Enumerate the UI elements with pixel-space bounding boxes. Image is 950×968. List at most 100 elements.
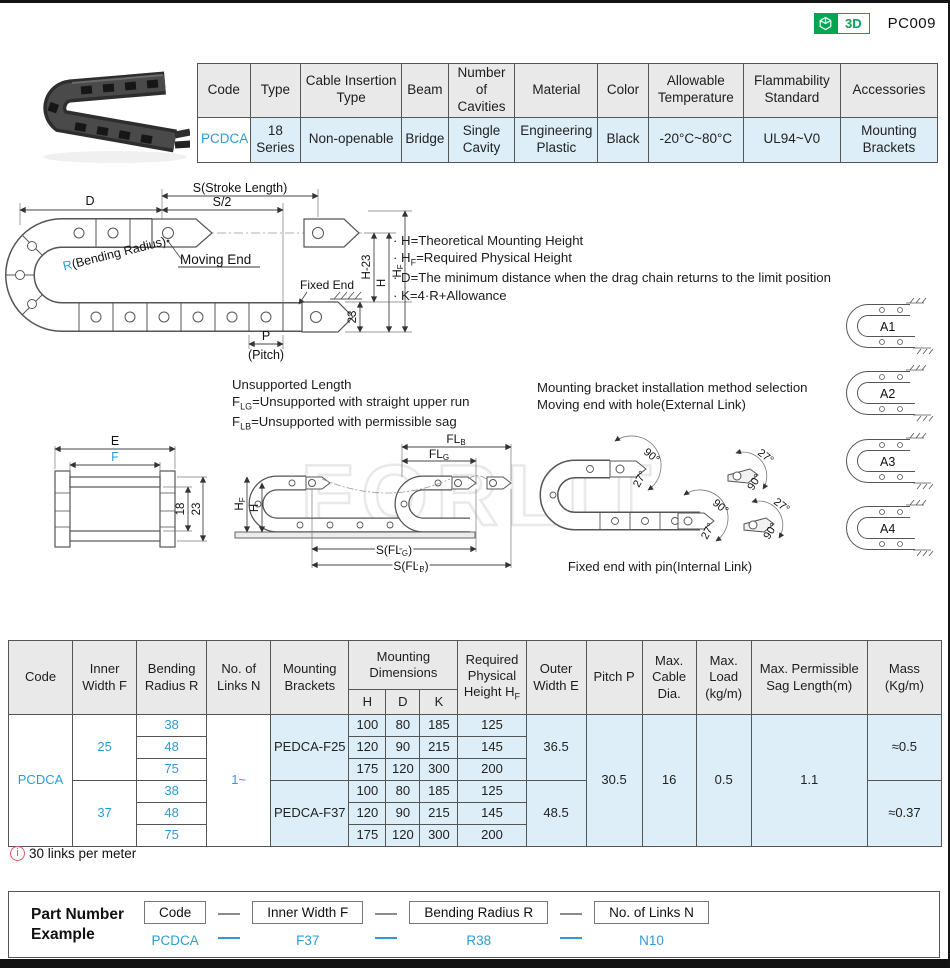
t2-k: 300 xyxy=(419,758,459,781)
table-row: PCDCA 25 38 1~ PEDCA-F25 100 80 185 125 … xyxy=(7,714,943,847)
spec-col-flammability: Flammability Standard xyxy=(742,63,841,118)
bracket-detail-1: 27° 90° xyxy=(727,447,776,493)
spec-header-row: Code Type Cable Insertion Type Beam Numb… xyxy=(197,63,939,118)
pn-box-radius: Bending Radius R xyxy=(409,901,549,924)
note-k: · K=4·R+Allowance xyxy=(393,287,507,303)
t2-col-load: Max. Load (kg/m) xyxy=(695,640,752,715)
dim-sflg: S(FLG) xyxy=(376,543,412,558)
dim-23b: 23 xyxy=(191,503,203,516)
unsupported-title: Unsupported Length xyxy=(232,377,352,392)
spec-col-insertion: Cable Insertion Type xyxy=(300,63,403,118)
t2-col-k: K xyxy=(419,689,459,715)
bracket-option-chains: A1 A2 A3 xyxy=(846,297,934,557)
t2-col-brackets: Mounting Brackets xyxy=(270,640,350,715)
page-header: 3D PC009 xyxy=(814,13,936,34)
label-moving-end: Moving End xyxy=(180,252,251,267)
pn-value-code: PCDCA xyxy=(151,933,199,948)
t2-col-radius: Bending Radius R xyxy=(136,640,208,715)
3d-badge-label: 3D xyxy=(837,13,870,34)
option-a2: A2 xyxy=(846,364,934,422)
info-icon: i xyxy=(10,846,25,861)
dim-pitch: (Pitch) xyxy=(248,348,284,362)
spec-insertion: Non-openable xyxy=(300,116,403,163)
t2-col-cable: Max. Cable Dia. xyxy=(641,640,697,715)
spec-col-material: Material xyxy=(514,63,599,118)
unsupported-length-diagram: FLB FLG HF H S(FLG) S(FLB) xyxy=(234,432,512,576)
product-photo-drag-chain xyxy=(43,71,190,163)
caption-fixed-end-pin: Fixed end with pin(Internal Link) xyxy=(568,559,752,574)
3d-model-badge[interactable]: 3D xyxy=(814,13,870,34)
t2-radius: 75 xyxy=(136,824,208,847)
t2-col-h: H xyxy=(348,689,387,715)
t2-col-outer: Outer Width E xyxy=(525,640,587,715)
dim-f: F xyxy=(111,450,119,464)
t2-links: 1~ xyxy=(206,714,272,847)
t2-bracket-f25: PEDCA-F25 xyxy=(270,714,350,781)
spec-value-row: PCDCA 18 Series Non-openable Bridge Sing… xyxy=(197,116,939,163)
t2-radius: 75 xyxy=(136,758,208,781)
note-hf: · HF=Required Physical Height xyxy=(393,250,572,268)
note-h: · H=Theoretical Mounting Height xyxy=(393,233,584,248)
mounting-line-2: Moving end with hole(External Link) xyxy=(537,397,746,413)
dim-s-half: S/2 xyxy=(213,195,232,209)
dim-flb: FLB xyxy=(446,432,465,447)
dim-18: 18 xyxy=(175,503,187,516)
t2-col-pitch: Pitch P xyxy=(585,640,643,715)
t2-load: 0.5 xyxy=(695,714,752,847)
spec-type: 18 Series xyxy=(249,116,302,163)
note-text: 30 links per meter xyxy=(29,846,137,861)
option-a3: A3 xyxy=(846,432,934,490)
spec-code-link[interactable]: PCDCA xyxy=(197,116,251,163)
t2-hf: 125 xyxy=(457,780,527,803)
t2-h: 120 xyxy=(348,802,387,825)
cube-3d-icon xyxy=(814,13,837,34)
t2-hf: 200 xyxy=(457,824,527,847)
mounting-method-diagram: 90° 27° 90° 27° 27° 90° 27° 90° Fixed en… xyxy=(539,435,792,574)
t2-radius: 38 xyxy=(136,780,208,803)
t2-k: 185 xyxy=(419,780,459,803)
t2-radius: 38 xyxy=(136,714,208,737)
option-a1: A1 xyxy=(846,297,934,355)
bracket-detail-2: 27° 90° xyxy=(743,496,792,542)
note-d: · D=The minimum distance when the drag c… xyxy=(393,270,831,286)
t2-col-mounting-dims: Mounting Dimensions xyxy=(348,640,459,690)
t2-col-mass: Mass (Kg/m) xyxy=(866,640,943,715)
dim-d: D xyxy=(85,194,94,208)
t2-d: 120 xyxy=(385,824,421,847)
spec-cavities: Single Cavity xyxy=(447,116,516,163)
t2-k: 215 xyxy=(419,736,459,759)
dim-h2: H xyxy=(249,504,261,512)
links-per-meter-note: i 30 links per meter xyxy=(10,846,136,861)
t2-radius: 48 xyxy=(136,736,208,759)
spec-material: Engineering Plastic xyxy=(514,116,599,163)
spec-flammability: UL94~V0 xyxy=(742,116,841,163)
t2-col-d: D xyxy=(385,689,421,715)
dim-23: 23 xyxy=(347,311,359,324)
t2-radius: 48 xyxy=(136,802,208,825)
unsupported-flb-line: FLB=Unsupported with permissible sag xyxy=(232,414,457,433)
t2-width-37: 37 xyxy=(72,780,138,847)
t2-col-links: No. of Links N xyxy=(206,640,272,715)
dim-p: P xyxy=(262,329,270,343)
t2-width-25: 25 xyxy=(72,714,138,781)
t2-outer-2: 48.5 xyxy=(525,780,587,847)
t2-hf: 145 xyxy=(457,802,527,825)
table-row: 37 38 PEDCA-F37 100 80 185 125 48.5 ≈0.3… xyxy=(9,780,943,847)
svg-text:A4: A4 xyxy=(880,522,895,536)
unsupported-length-text: Unsupported Length FLG=Unsupported with … xyxy=(232,376,469,434)
t2-k: 215 xyxy=(419,802,459,825)
svg-text:A1: A1 xyxy=(880,320,895,334)
table-row: 48 120 90 215 145 xyxy=(9,736,942,759)
t2-mass-1: ≈0.5 xyxy=(866,714,943,781)
t2-pitch: 30.5 xyxy=(585,714,643,847)
t2-col-sag: Max. Permissible Sag Length(m) xyxy=(750,640,868,715)
t2-h: 100 xyxy=(348,714,387,737)
dim-e: E xyxy=(111,434,119,448)
svg-text:A2: A2 xyxy=(880,387,895,401)
t2-cable: 16 xyxy=(641,714,697,847)
t2-d: 80 xyxy=(385,780,421,803)
dim-h: H xyxy=(376,279,388,287)
t2-code[interactable]: PCDCA xyxy=(7,714,74,847)
